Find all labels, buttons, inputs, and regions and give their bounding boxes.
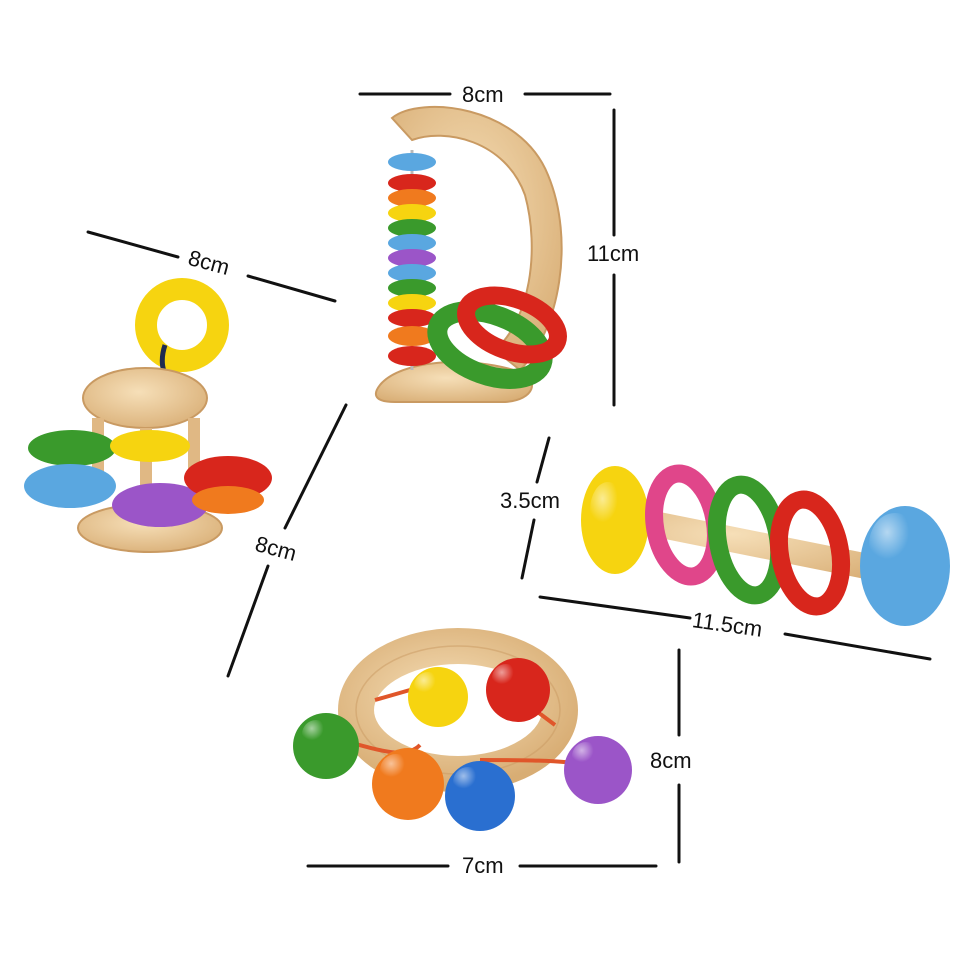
stick-height-label: 3.5cm — [500, 488, 560, 513]
dimension-lines — [86, 92, 932, 868]
bell-rattle — [24, 278, 272, 553]
crescent-width-label: 8cm — [462, 82, 504, 107]
crescent-height-label: 11cm — [587, 241, 640, 266]
crescent-rattle — [374, 106, 567, 403]
bead-ring-width-label: 7cm — [462, 853, 504, 878]
ring-stick-rattle — [581, 464, 950, 626]
bead-ring-height-label: 8cm — [650, 748, 692, 773]
crescent-disc-stack — [388, 153, 436, 366]
bead-ring-rattle — [293, 628, 632, 831]
